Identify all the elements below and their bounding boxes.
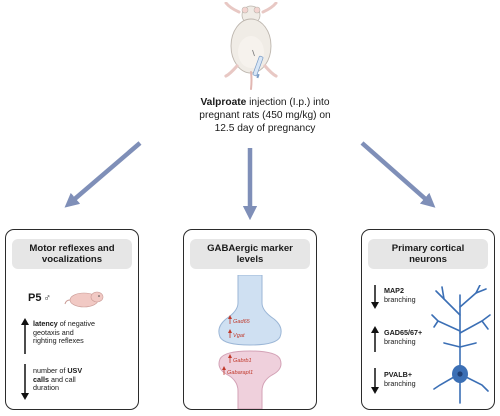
gene-gad65: Gad65	[228, 315, 251, 325]
injection-line-1: injection (I.p.) into	[246, 97, 330, 108]
up-arrow-icon	[21, 318, 29, 354]
gene-gabarapl1: Gabarapl1	[222, 366, 253, 376]
neuron-illustration	[431, 285, 491, 404]
injection-description: Valproate injection (I.p.) into pregnant…	[150, 96, 380, 135]
down-arrow-icon	[371, 368, 379, 394]
down-arrow-icon	[21, 364, 29, 400]
syringe-icon	[252, 49, 264, 79]
arrow-to-neuron-panel	[360, 141, 436, 208]
pvalb-text: PVALB+ branching	[384, 370, 416, 388]
synapse-illustration: Gad65 Vgat Gabrb1 Gabarapl1	[218, 275, 282, 409]
svg-text:Gad65: Gad65	[233, 319, 251, 325]
neuron-title-line-2: neurons	[409, 254, 447, 265]
drug-name: Valproate	[200, 97, 247, 108]
injection-line-3: 12.5 day of pregnancy	[214, 123, 316, 134]
gad65-67-text: GAD65/67+ branching	[384, 328, 423, 346]
up-arrow-icon	[371, 326, 379, 352]
motor-title-line-1: Motor reflexes and	[29, 243, 115, 254]
age-label: P5♂	[28, 292, 51, 304]
rat-pup-icon	[64, 291, 104, 308]
svg-text:Gabrb1: Gabrb1	[233, 358, 252, 364]
latency-text: latency of negative geotaxis and rightin…	[33, 319, 95, 346]
gene-gabrb1: Gabrb1	[228, 354, 252, 364]
injection-line-2: pregnant rats (450 mg/kg) on	[199, 110, 331, 121]
arrow-to-motor-panel	[64, 141, 142, 208]
svg-text:Gabarapl1: Gabarapl1	[227, 370, 253, 376]
gaba-title-line-2: levels	[236, 254, 264, 265]
gene-vgat: Vgat	[228, 329, 245, 339]
map2-text: MAP2 branching	[384, 286, 416, 304]
neuron-title-line-1: Primary cortical	[391, 243, 465, 254]
down-arrow-icon	[371, 285, 379, 309]
male-symbol-icon: ♂	[43, 293, 51, 304]
motor-title-line-2: vocalizations	[41, 254, 103, 265]
svg-text:Vgat: Vgat	[233, 333, 245, 339]
pregnant-rat-illustration	[224, 2, 278, 90]
gaba-title-line-1: GABAergic marker	[207, 243, 293, 254]
usv-text: number of USV calls and call duration	[33, 366, 83, 393]
